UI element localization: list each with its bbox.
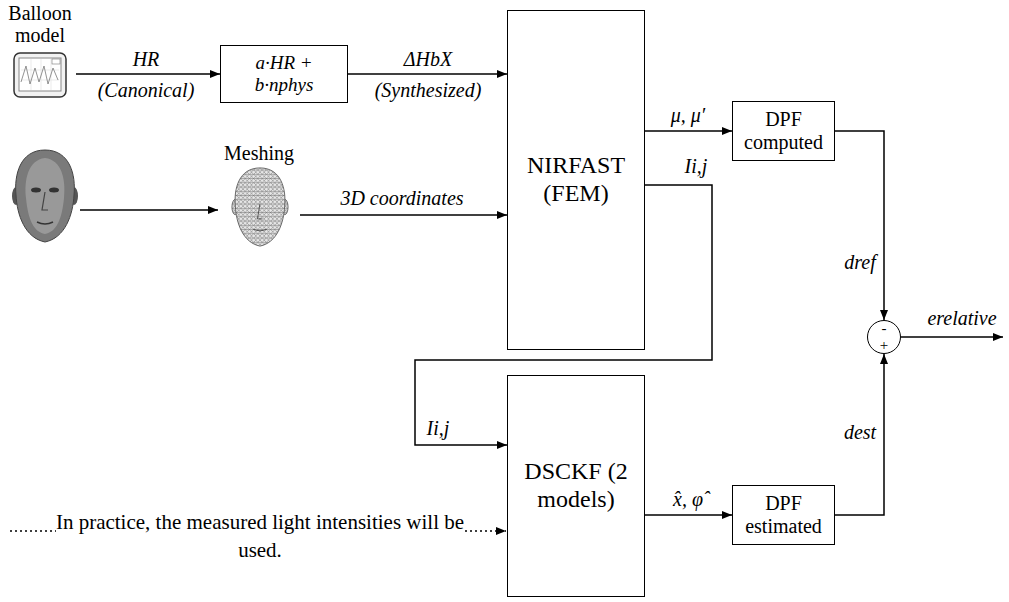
label-holder: (Canonical) [96,79,197,102]
node-text: Balloon model [4,2,76,46]
mesh-node: Meshing [218,142,300,248]
connector-arrow [835,354,884,515]
head-photo [12,150,78,242]
connector-arrow [645,130,732,132]
connector-arrow [76,73,220,75]
node-text: DSCKF (2 models) [516,458,636,513]
output-arrow [901,336,1003,338]
monitor-icon [14,53,66,97]
meshing-arrow [80,209,218,211]
note-text: In practice, the measured light intensit… [56,510,464,562]
edge-label: dest [842,421,878,443]
label-holder: Ii,j [683,155,710,178]
signal-label: Ii,j [425,417,452,439]
node-text: - [882,321,887,336]
formula-box: a·HR + b·nphys [220,45,348,103]
connector-arrow [645,514,732,516]
connector-arrow [300,214,507,216]
summing-junction: -+ [867,320,901,354]
label-holder: x̂, φ̂ [671,488,705,511]
edge-label: dref [842,251,877,273]
signal-note: (Synthesized) [373,79,484,101]
label-holder: μ, μ′ [669,104,707,127]
process-box: DSCKF (2 models) [507,375,645,597]
label-holder: (Synthesized) [373,79,484,102]
label-holder: dest [842,421,878,444]
label-holder: Ii,j [425,417,452,440]
connector-arrow [835,131,884,320]
process-box: DPF computed [732,101,835,161]
node-text: NIRFAST (FEM) [516,152,636,207]
process-box: DPF estimated [732,485,835,545]
label-holder: dref [842,251,877,274]
edge-label: HR [131,48,162,70]
connector-arrow [415,185,712,445]
process-box: NIRFAST (FEM) [507,10,645,350]
model-icon-node: Balloon model [4,2,76,102]
label-holder: ΔHbX [402,48,454,71]
edge-label: x̂, φ̂ [671,488,705,510]
output-label: erelative [925,307,998,329]
edge-label: μ, μ′ [669,104,707,126]
edge-label: ΔHbX [402,48,454,70]
node-text: DPF computed [741,108,826,154]
label-holder: HR [131,48,162,71]
connector-arrow [348,73,507,75]
node-text: + [880,338,888,353]
signal-note: (Canonical) [96,79,197,101]
node-text: DPF estimated [741,492,826,538]
label-holder: erelative [925,307,998,330]
node-text: a·HR + b·nphys [229,52,339,96]
label-holder: 3D coordinates [338,187,465,210]
edge-label: Ii,j [683,155,710,177]
meshed-head [232,168,288,246]
edge-label: 3D coordinates [338,187,465,209]
node-text: Meshing [224,142,294,164]
label-holder: In practice, the measured light intensit… [45,508,475,564]
